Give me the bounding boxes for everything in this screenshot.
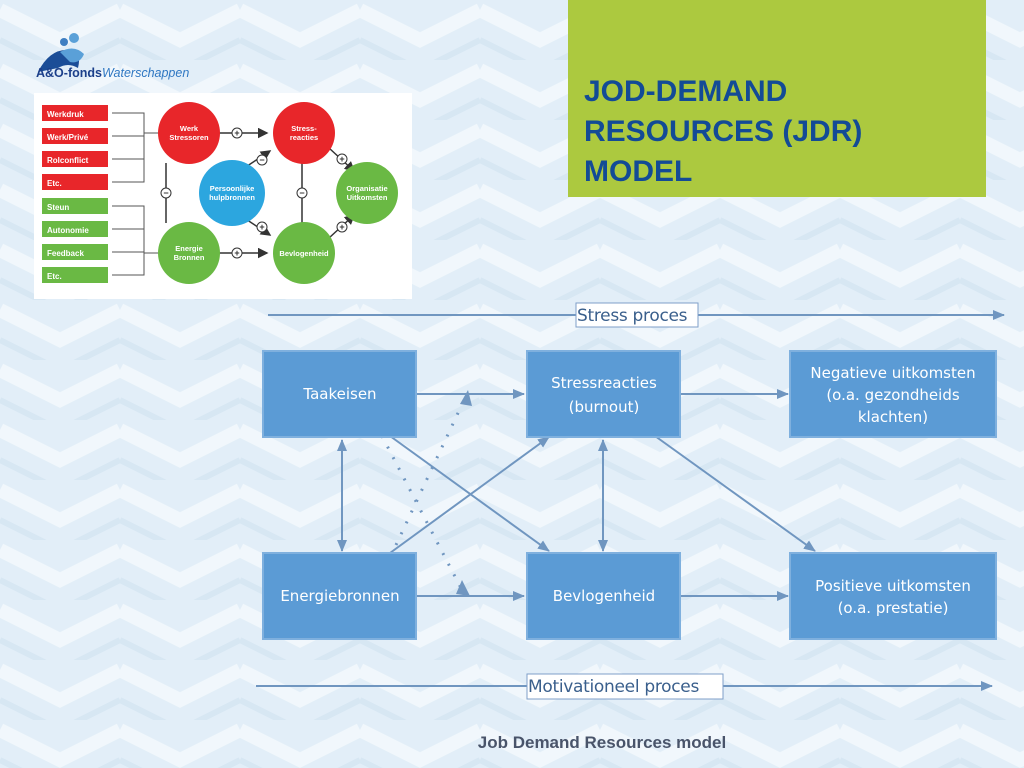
resource-labels: Steun Autonomie Feedback Etc.	[42, 198, 108, 283]
logo-icon	[38, 33, 84, 72]
box-bevlogenheid	[526, 552, 681, 640]
demand-label	[42, 151, 108, 167]
demand-text: Etc.	[47, 179, 62, 188]
box-label: klachten)	[858, 408, 928, 426]
svg-text:−: −	[163, 188, 168, 198]
svg-text:+: +	[234, 248, 239, 258]
svg-text:Stress-: Stress-	[291, 124, 317, 133]
title-line: JOD-DEMAND	[584, 75, 788, 108]
demand-labels: Werkdruk Werk/Privé Rolconflict Etc.	[42, 105, 108, 190]
svg-text:Stressoren: Stressoren	[169, 133, 209, 142]
svg-text:+: +	[234, 128, 239, 138]
box-label: Negatieve uitkomsten	[810, 364, 975, 382]
resource-text: Autonomie	[47, 226, 89, 235]
svg-text:+: +	[259, 222, 264, 232]
svg-text:−: −	[259, 155, 264, 165]
diagram-caption: Job Demand Resources model	[477, 733, 727, 752]
circle-stress-reacties	[273, 102, 335, 164]
demand-text: Rolconflict	[47, 156, 89, 165]
stress-proces-label: Stress proces	[577, 306, 688, 326]
box-label: Bevlogenheid	[553, 587, 655, 605]
box-stressreacties	[526, 350, 681, 438]
box-label: (o.a. gezondheids	[826, 386, 960, 404]
mini-jdr-diagram: Werkdruk Werk/Privé Rolconflict Etc. Ste…	[34, 93, 412, 299]
svg-text:+: +	[339, 222, 344, 232]
svg-text:reacties: reacties	[290, 133, 318, 142]
resource-label	[42, 198, 108, 214]
svg-text:Bevlogenheid: Bevlogenheid	[279, 249, 329, 258]
box-label: Positieve uitkomsten	[815, 577, 971, 595]
svg-text:Organisatie: Organisatie	[346, 184, 387, 193]
svg-text:Energie: Energie	[175, 244, 203, 253]
circle-werk-stressoren	[158, 102, 220, 164]
svg-text:Persoonlijke: Persoonlijke	[210, 184, 255, 193]
box-label: Energiebronnen	[280, 587, 399, 605]
box-energiebronnen	[262, 552, 417, 640]
logo-text: A&O-fondsWaterschappen	[36, 66, 190, 80]
resource-text: Etc.	[47, 272, 62, 281]
circle-energie-bronnen	[158, 222, 220, 284]
motivationeel-proces-label: Motivationeel proces	[528, 677, 699, 697]
box-taakeisen	[262, 350, 417, 438]
circle-organisatie-uitkomsten	[336, 162, 398, 224]
svg-text:+: +	[339, 154, 344, 164]
circle-persoonlijke-hulpbronnen	[199, 160, 265, 226]
box-label: Taakeisen	[302, 385, 376, 403]
box-positieve-uitkomsten	[789, 552, 997, 640]
box-label: Stressreacties	[551, 374, 657, 392]
demand-text: Werk/Privé	[47, 133, 89, 142]
svg-text:Uitkomsten: Uitkomsten	[347, 193, 388, 202]
svg-text:−: −	[299, 188, 304, 198]
page-title: JOD-DEMAND RESOURCES (JDR) MODEL	[584, 72, 862, 192]
resource-text: Steun	[47, 203, 69, 212]
resource-label	[42, 221, 108, 237]
demand-label	[42, 128, 108, 144]
circle-bevlogenheid	[273, 222, 335, 284]
title-box: JOD-DEMAND RESOURCES (JDR) MODEL	[568, 0, 986, 197]
title-line: MODEL	[584, 155, 693, 188]
demand-label	[42, 174, 108, 190]
demand-text: Werkdruk	[47, 110, 84, 119]
box-negatieve-uitkomsten	[789, 350, 997, 438]
svg-text:Bronnen: Bronnen	[174, 253, 205, 262]
svg-text:Werk: Werk	[180, 124, 199, 133]
box-label: (o.a. prestatie)	[838, 599, 949, 617]
svg-text:hulpbronnen: hulpbronnen	[209, 193, 255, 202]
resource-text: Feedback	[47, 249, 84, 258]
resource-label	[42, 267, 108, 283]
resource-label	[42, 244, 108, 260]
box-label: (burnout)	[569, 398, 640, 416]
title-line: RESOURCES (JDR)	[584, 115, 863, 148]
demand-label	[42, 105, 108, 121]
